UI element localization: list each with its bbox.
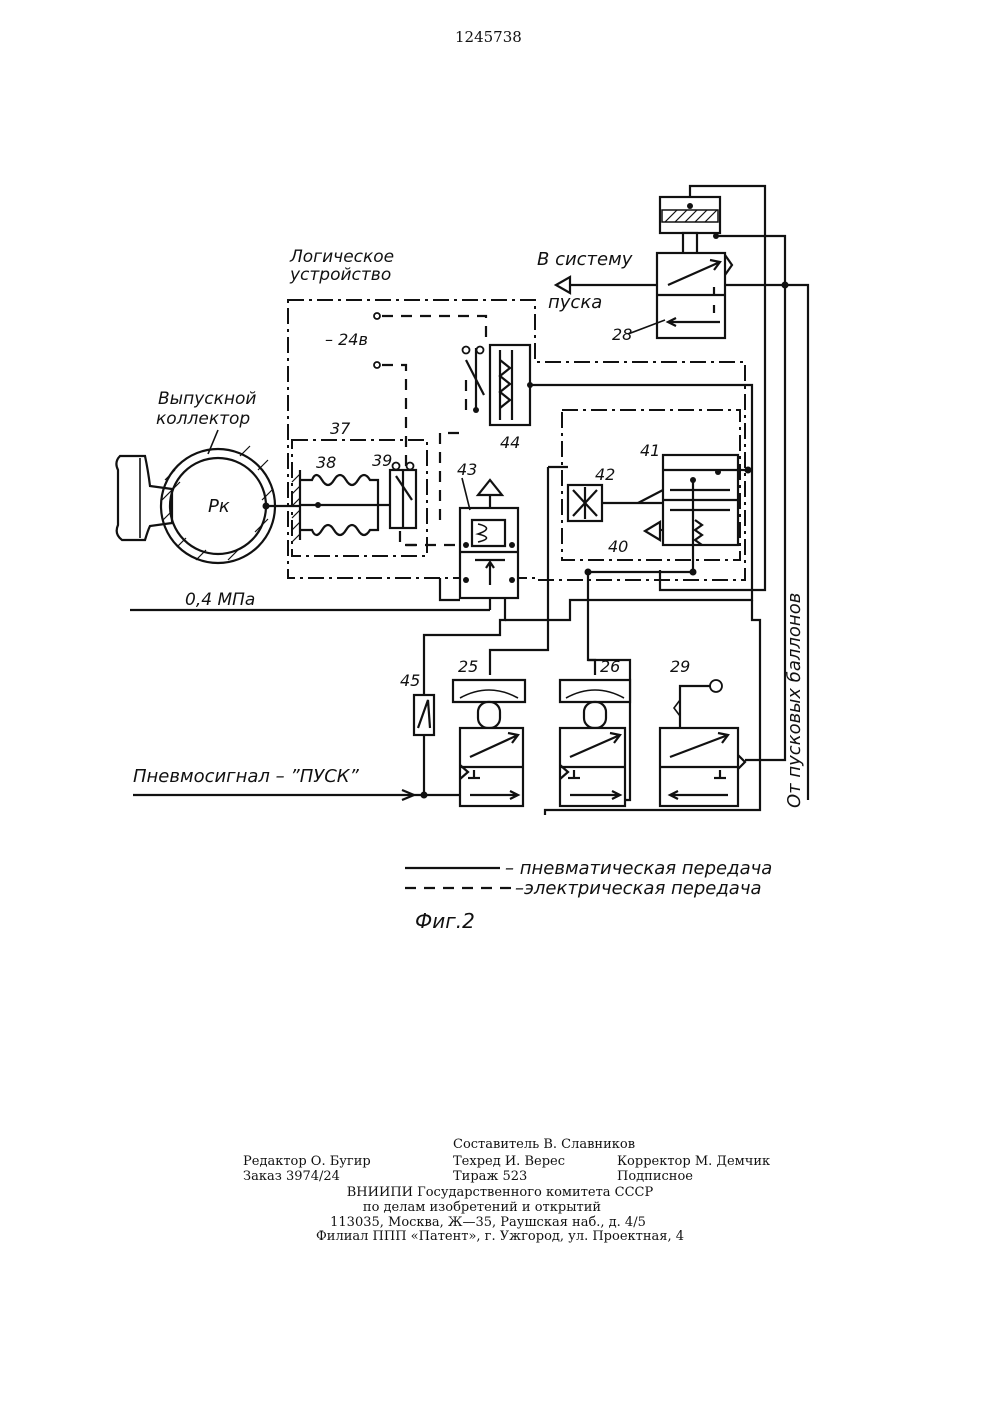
imprint-circulation: Тираж 523 [453, 1169, 527, 1184]
label-39: 39 [372, 451, 392, 470]
legend-pneumatic: – пневматическая передача [505, 858, 772, 879]
label-45: 45 [400, 671, 420, 690]
start-signal: Пневмосигнал – ”ПУСК” [133, 766, 460, 800]
label-43: 43 [457, 460, 477, 479]
logic-device-label-line1: Логическое [289, 247, 394, 267]
imprint-order: Заказ 3974/24 [243, 1169, 340, 1184]
valve-43: 43 [457, 460, 518, 598]
legend-electric: –электрическая передача [515, 878, 761, 899]
logic-device-label-line2: устройство [289, 265, 391, 285]
valve-28: 28 В систему пуска [537, 197, 732, 344]
imprint-subscription: Подписное [617, 1169, 693, 1184]
to-system-label-line1: В систему [537, 249, 633, 270]
imprint-editor: Редактор О. Бугир [243, 1154, 371, 1169]
to-system-label-line2: пуска [548, 292, 602, 313]
valve-26: 26 [560, 657, 630, 806]
valve-25: 25 [453, 657, 525, 806]
exhaust-collector: Pк Выпускной коллектор [116, 389, 300, 563]
valve-41: 41 [602, 441, 738, 545]
relay-44: 44 [463, 345, 534, 452]
figure-caption: Фиг.2 [415, 909, 475, 933]
pressure-label: Pк [208, 496, 230, 517]
label-28: 28 [612, 325, 632, 344]
exhaust-label-line2: коллектор [156, 409, 250, 429]
label-41: 41 [640, 441, 660, 460]
label-38: 38 [316, 453, 336, 472]
legend: – пневматическая передача –электрическая… [405, 858, 772, 899]
label-25: 25 [458, 657, 478, 676]
patent-number: 1245738 [455, 28, 522, 46]
label-44: 44 [500, 433, 520, 452]
imprint-compiler: Составитель В. Славников [453, 1137, 635, 1152]
voltage-label: – 24в [325, 330, 368, 349]
imprint: Составитель В. Славников Редактор О. Буг… [243, 1137, 770, 1244]
label-29: 29 [670, 657, 690, 676]
valve-29: 29 [660, 657, 745, 806]
label-37: 37 [330, 419, 351, 438]
label-42: 42 [595, 465, 615, 484]
exhaust-label-line1: Выпускной [158, 389, 256, 409]
label-26: 26 [600, 657, 620, 676]
imprint-corrector: Корректор М. Демчик [617, 1154, 770, 1169]
pressure-value-label: 0,4 МПа [185, 590, 255, 610]
imprint-branch: Филиал ППП «Патент», г. Ужгород, ул. Про… [316, 1229, 684, 1244]
from-cylinders-label: От пусковых баллонов [784, 593, 805, 808]
check-valve-45: 45 [400, 671, 434, 795]
imprint-address: 113035, Москва, Ж—35, Раушская наб., д. … [330, 1215, 646, 1230]
start-signal-label: Пневмосигнал – ”ПУСК” [133, 766, 360, 787]
imprint-org1: ВНИИПИ Государственного комитета СССР [347, 1185, 654, 1200]
imprint-org2: по делам изобретений и открытий [363, 1200, 601, 1215]
imprint-techred: Техред И. Верес [453, 1154, 565, 1169]
label-40: 40 [608, 537, 628, 556]
